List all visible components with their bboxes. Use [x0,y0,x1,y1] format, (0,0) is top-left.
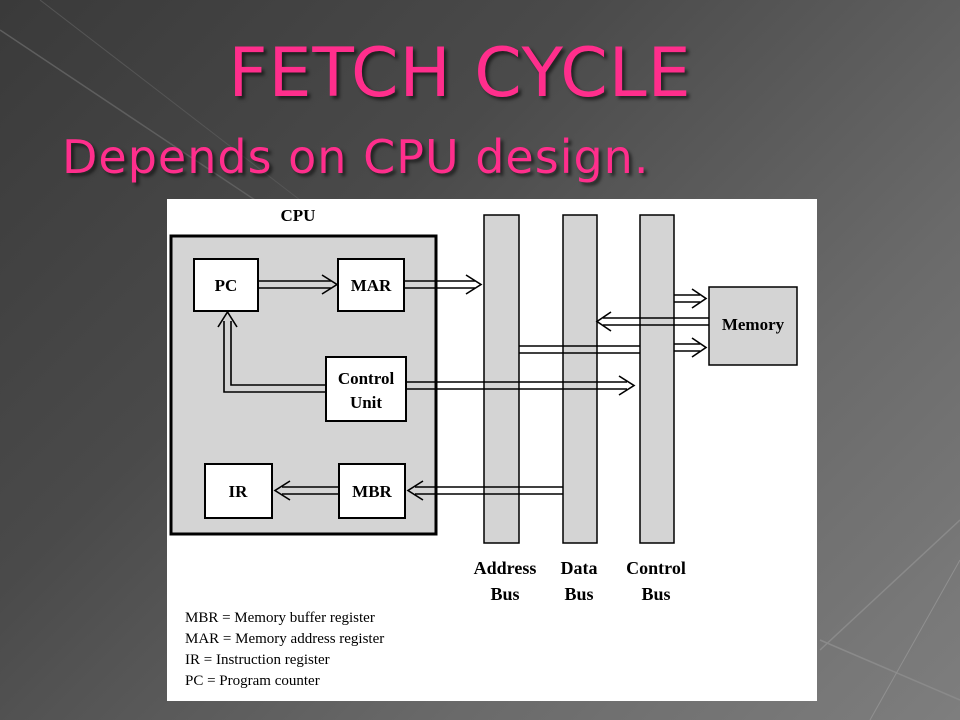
legend-item-mar: MAR = Memory address register [185,631,385,647]
pc-label: PC [215,276,238,295]
mbr-register [338,463,406,519]
arrow-mbr-to-ir [273,480,339,501]
slide-title: FETCH CYCLE [228,34,692,113]
data-bus-label-1: Data [561,558,598,578]
arrow-control-bus-to-memory [674,337,708,358]
legend: MBR = Memory buffer register MAR = Memor… [185,608,384,692]
slide-subtitle: Depends on CPU design. [62,130,650,184]
arrow-control-unit-to-control-bus [406,375,636,396]
control-unit [325,356,407,422]
address-bus-label-1: Address [474,558,537,578]
control-unit-label-2: Unit [350,393,382,412]
data-bus [562,214,598,544]
legend-item-pc: PC = Program counter [185,673,320,689]
arrow-address-bus-to-memory [674,288,708,309]
pc-register [193,258,259,312]
legend-item-mbr: MBR = Memory buffer register [185,610,375,626]
diagram-canvas: CPU PC MAR Control Unit IR MBR Memory [169,206,798,604]
fetch-cycle-diagram: CPU PC MAR Control Unit IR MBR Memory [167,199,817,701]
arrow-memory-to-data-bus [595,311,709,332]
control-bus-label-2: Bus [641,584,670,604]
mar-register [337,258,405,312]
cpu-label: CPU [281,206,316,225]
data-bus-label-2: Bus [564,584,593,604]
address-bus-label-2: Bus [490,584,519,604]
control-bus [639,214,675,544]
arrow-data-bus-to-mbr [406,480,563,501]
memory-box [708,286,798,366]
arrow-control-to-pc [217,310,326,393]
ir-label: IR [229,482,249,501]
address-bus [483,214,520,544]
arrow-pc-to-mar [258,274,339,295]
address-bus-to-control-bus-link [519,345,640,354]
mbr-label: MBR [352,482,392,501]
control-unit-label-1: Control [338,369,395,388]
legend-item-ir: IR = Instruction register [185,652,330,668]
arrow-mar-to-address-bus [404,274,483,295]
mar-label: MAR [351,276,392,295]
ir-register [204,463,273,519]
control-bus-label-1: Control [626,558,686,578]
memory-label: Memory [722,315,785,334]
